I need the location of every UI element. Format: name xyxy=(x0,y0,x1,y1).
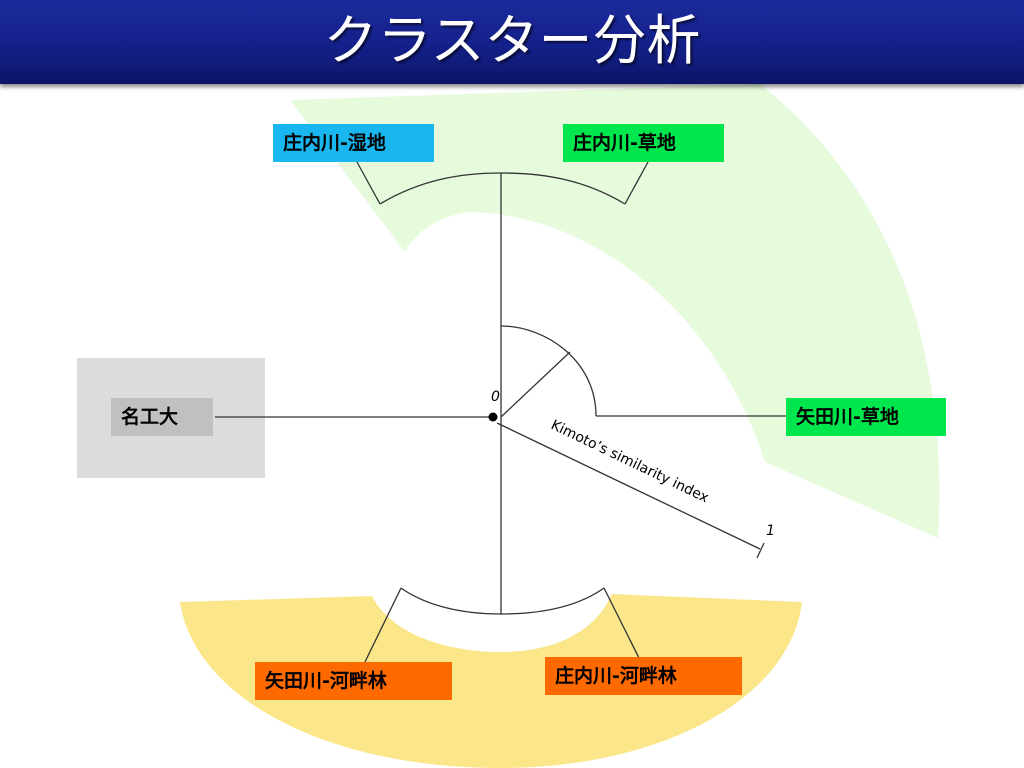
branch-arc-lower xyxy=(400,587,605,615)
node-yada-riparian-label: 矢田川-河畔林 xyxy=(265,670,387,692)
grassland-group-band xyxy=(290,84,940,538)
branch-arc-yada-grass xyxy=(500,325,597,417)
node-yada-grass-label: 矢田川-草地 xyxy=(796,406,899,428)
node-meikodai: 名工大 xyxy=(111,398,213,436)
slide-title: クラスター分析 xyxy=(323,9,701,72)
similarity-axis-label: Kimoto’s similarity index xyxy=(548,417,711,506)
node-shonai-grass: 庄内川-草地 xyxy=(563,124,724,162)
node-meikodai-label: 名工大 xyxy=(121,406,179,428)
branch-shonai-riparian xyxy=(603,587,643,665)
branch-yada-riparian xyxy=(363,587,402,665)
node-shonai-wetland-label: 庄内川-湿地 xyxy=(283,132,386,154)
node-shonai-riparian-label: 庄内川-河畔林 xyxy=(555,665,677,687)
scale-min-label: 0 xyxy=(491,389,500,405)
node-shonai-riparian: 庄内川-河畔林 xyxy=(545,657,742,695)
branch-arc-upper xyxy=(379,172,626,205)
node-shonai-grass-label: 庄内川-草地 xyxy=(573,132,676,154)
similarity-scale-line xyxy=(496,422,761,550)
title-bar: クラスター分析 xyxy=(0,0,1024,84)
similarity-scale-tick xyxy=(756,542,765,559)
riparian-group-band xyxy=(180,594,802,768)
branch-mid-diagonal xyxy=(500,351,571,418)
branch-shonai-wetland xyxy=(356,161,381,205)
node-shonai-wetland: 庄内川-湿地 xyxy=(273,124,434,162)
node-yada-grass: 矢田川-草地 xyxy=(786,398,946,436)
root-node xyxy=(488,412,498,422)
node-yada-riparian: 矢田川-河畔林 xyxy=(255,662,452,700)
scale-max-label: 1 xyxy=(766,523,775,539)
branch-shonai-grass xyxy=(624,161,649,205)
